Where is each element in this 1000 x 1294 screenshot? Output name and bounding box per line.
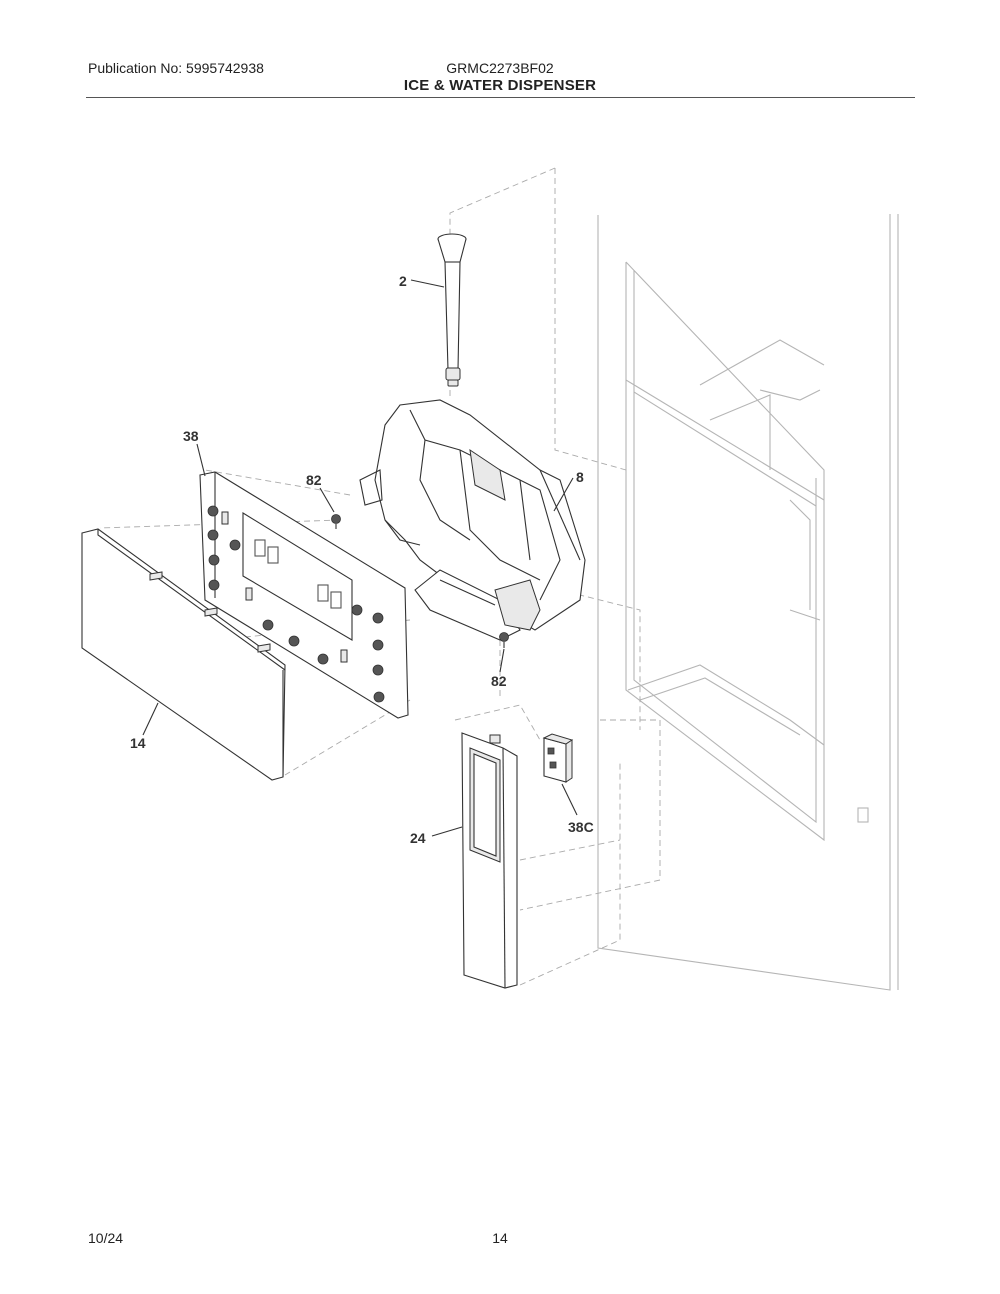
callout-8: 8 [576,469,584,485]
switch-part-38C [542,733,574,783]
header-divider [86,97,915,98]
leader-lines [142,279,578,837]
callout-2: 2 [399,273,407,289]
screw-part-82-lower [499,632,509,648]
callout-82-upper: 82 [306,472,322,488]
footer-date: 10/24 [88,1230,124,1246]
callout-82-lower: 82 [491,673,507,689]
front-panel-part-14 [81,528,286,781]
model-number: GRMC2273BF02 [446,60,554,76]
door-frame [597,214,899,991]
page-title: ICE & WATER DISPENSER [403,77,597,94]
ice-chute-part-2 [437,233,467,387]
callout-38C: 38C [568,819,594,835]
dispenser-paddle-part-24 [461,732,518,989]
screw-part-82-upper [331,514,341,529]
callout-38: 38 [183,428,199,444]
callout-24: 24 [410,830,426,846]
publication-number: Publication No: 5995742938 [88,60,264,76]
callout-14: 14 [130,735,146,751]
control-board-part-38 [199,471,409,719]
dispenser-housing-part-8 [359,399,586,641]
page-number: 14 [492,1230,508,1246]
